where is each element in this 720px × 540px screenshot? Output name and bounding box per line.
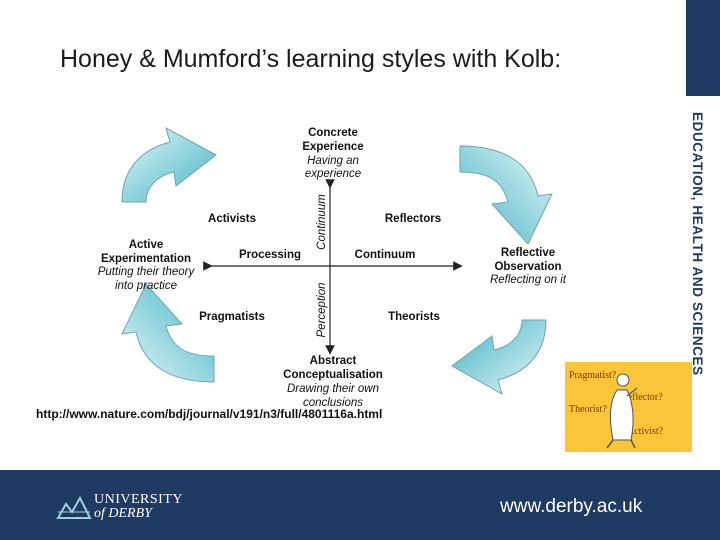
university-logo: UNIVERSITY of DERBY (56, 490, 236, 524)
concrete-experience-desc: Having an (307, 155, 359, 167)
active-experimentation-label-2: Experimentation (101, 253, 191, 265)
logo-text-university: UNIVERSITY (94, 492, 183, 507)
axis-perception-label: Perception (316, 283, 328, 338)
concrete-experience-label: Concrete (308, 127, 358, 139)
active-experimentation-desc-2: into practice (115, 280, 177, 292)
concrete-experience-label-2: Experience (302, 141, 363, 153)
quadrant-activists: Activists (208, 213, 256, 225)
abstract-conceptualisation-desc-2: conclusions (303, 397, 363, 409)
active-experimentation-label: Active (129, 239, 164, 251)
abstract-conceptualisation-label: Abstract (310, 355, 357, 367)
mountain-logo-icon (56, 495, 92, 519)
abstract-conceptualisation-desc: Drawing their own (287, 383, 379, 395)
slide-title: Honey & Mumford’s learning styles with K… (60, 45, 562, 73)
reflective-observation-label-2: Observation (494, 261, 561, 273)
reflective-observation-label: Reflective (501, 247, 555, 259)
thumb-activist-text: Activist? (627, 426, 664, 437)
thumb-theorist-text: Theorist? (569, 404, 607, 415)
quadrant-theorists: Theorists (388, 311, 440, 323)
cycle-arrow-top-left-icon (121, 126, 217, 203)
thumb-pragmatist-text: Pragmatist? (569, 370, 617, 381)
learning-styles-thumbnail-image: Pragmatist? Reflector? Theorist? Activis… (565, 362, 692, 452)
cycle-arrow-bottom-right-icon (451, 319, 547, 396)
cycle-arrow-top-right-icon (459, 145, 553, 245)
reference-url: http://www.nature.com/bdj/journal/v191/n… (36, 407, 383, 421)
thumb-reflector-text: Reflector? (621, 392, 663, 403)
footer-website: www.derby.ac.uk (500, 496, 643, 517)
abstract-conceptualisation-label-2: Conceptualisation (283, 369, 383, 381)
logo-text-of-derby: of DERBY (94, 506, 152, 521)
active-experimentation-desc: Putting their theory (98, 266, 196, 278)
reflective-observation-desc: Reflecting on it (490, 274, 567, 286)
sidebar-faculty-label: EDUCATION, HEALTH AND SCIENCES (688, 112, 718, 376)
axis-continuum-vertical-label: Continuum (316, 194, 328, 250)
cycle-arrow-bottom-left-icon (121, 283, 215, 383)
axis-continuum-horizontal-label: Continuum (355, 249, 416, 261)
concrete-experience-desc-2: experience (305, 168, 361, 180)
sidebar-faculty-text: EDUCATION, HEALTH AND SCIENCES (690, 112, 705, 376)
quadrant-reflectors: Reflectors (385, 213, 441, 225)
quadrant-pragmatists: Pragmatists (199, 311, 265, 323)
axis-processing-label: Processing (239, 249, 301, 261)
footer-bar (0, 470, 720, 540)
sidebar-brand-block (686, 0, 720, 96)
kolb-diagram: Concrete Experience Having an experience… (98, 126, 567, 409)
thinking-person-icon (606, 373, 638, 449)
